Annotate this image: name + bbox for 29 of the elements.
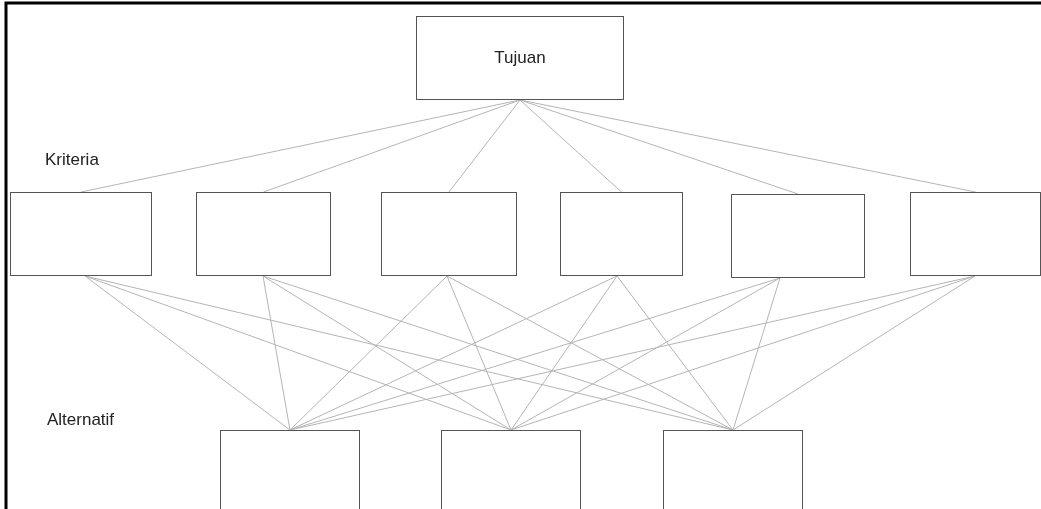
- connector-line: [289, 275, 618, 431]
- level-label: Alternatif: [47, 410, 115, 430]
- goal-box: [416, 16, 624, 100]
- connector-line: [510, 275, 618, 431]
- empty-box: [731, 194, 865, 278]
- connector-line: [446, 275, 734, 431]
- connector-line: [616, 275, 734, 431]
- connector-line: [732, 275, 976, 431]
- connector-line: [446, 275, 512, 431]
- empty-box: [560, 192, 683, 276]
- connector-line: [519, 99, 622, 193]
- connector-line: [84, 275, 291, 431]
- empty-box: [441, 430, 581, 509]
- connector-line: [519, 99, 799, 195]
- empty-box: [10, 192, 152, 276]
- connector-line: [263, 99, 521, 193]
- connector-line: [262, 275, 291, 431]
- connector-line: [262, 275, 512, 431]
- connector-line: [732, 277, 781, 431]
- connector-line: [448, 99, 521, 193]
- empty-box: [663, 430, 803, 509]
- node-label: Tujuan: [494, 48, 546, 68]
- connector-line: [510, 277, 781, 431]
- empty-box: [910, 192, 1041, 276]
- level-label: Kriteria: [45, 150, 99, 170]
- empty-box: [196, 192, 331, 276]
- connector-line: [289, 275, 448, 431]
- empty-box: [220, 430, 360, 509]
- empty-box: [381, 192, 517, 276]
